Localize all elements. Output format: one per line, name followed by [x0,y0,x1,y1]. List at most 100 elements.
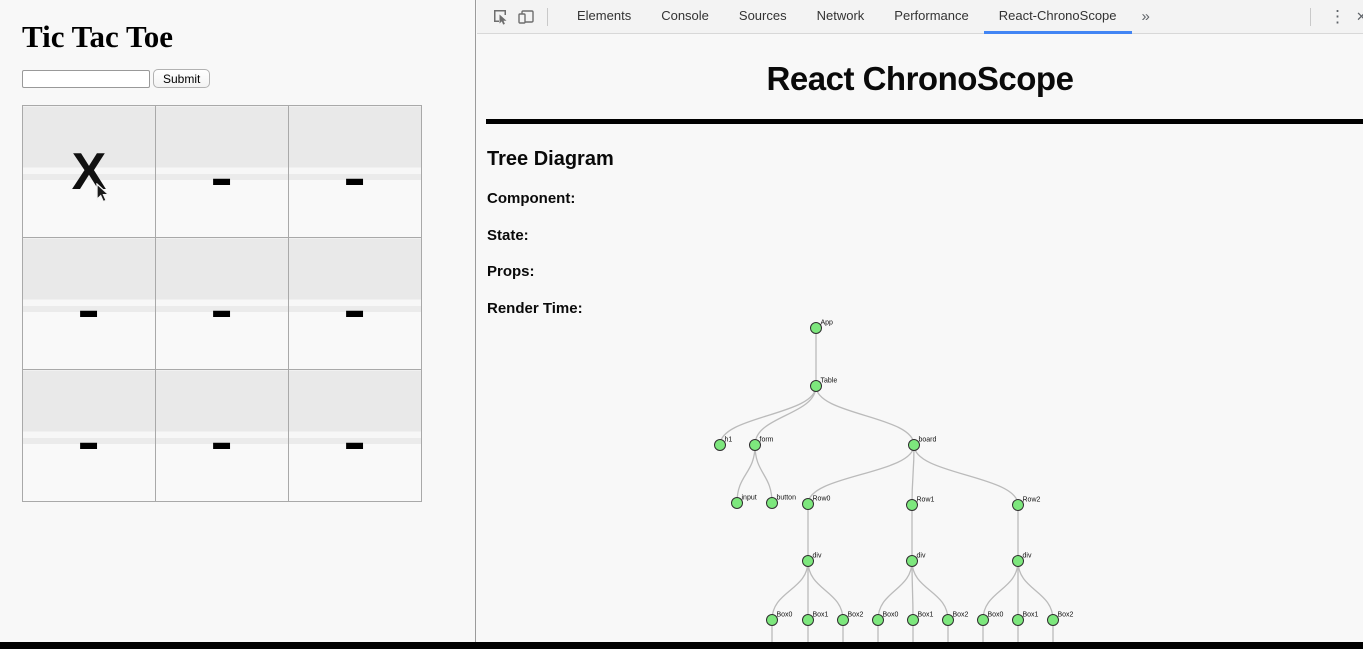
tree-node-div[interactable] [906,555,918,567]
tree-node-row2[interactable] [1012,499,1024,511]
tree-link [754,385,817,446]
cell-mark: - [210,278,234,339]
tree-link [736,444,756,504]
cell-mark: - [210,146,234,207]
tree-link [1017,560,1054,621]
tree-node-label: Row2 [1023,497,1041,504]
tree-node-input[interactable] [731,497,743,509]
tree-node-box0[interactable] [872,614,884,626]
tree-node-app[interactable] [810,322,822,334]
toolbar-separator-right [1310,7,1311,26]
info-label: State: [487,226,529,244]
tree-node-div[interactable] [802,555,814,567]
tree-link [754,444,773,504]
tic-tac-toe-page: Tic Tac Toe Submit X-------- [0,0,476,649]
tree-node-label: Box1 [813,612,829,619]
info-labels: Component: State: Props: Render Time: [477,190,1363,317]
tree-node-row0[interactable] [802,498,814,510]
tab-performance[interactable]: Performance [894,7,969,23]
tab-react-chronoscope[interactable]: React-ChronoScope [983,0,1132,34]
inspect-element-icon[interactable] [487,4,513,30]
cell-mark: - [343,410,367,471]
move-form: Submit [22,69,475,88]
tree-node-box1[interactable] [802,614,814,626]
tree-link [771,560,809,621]
tree-link [877,560,913,621]
tab-elements[interactable]: Elements [577,7,632,23]
more-tabs-icon[interactable]: » [1141,7,1150,25]
board-cell-2-2[interactable]: - [288,369,422,502]
tree-link [719,385,817,446]
devtools-tabs: Elements Console Sources Network Performance… [562,0,1132,34]
tree-node-label: div [1023,553,1032,560]
tree-link [911,444,915,506]
tree-node-box0[interactable] [977,614,989,626]
board-cell-0-2[interactable]: - [288,105,422,238]
tree-node-label: Box2 [1058,612,1074,619]
section-heading: Tree Diagram [487,148,614,170]
bottom-black-bar [0,642,1363,649]
tree-node-button[interactable] [766,497,778,509]
info-label: Render Time: [487,299,583,317]
divider-rule [486,119,1363,124]
tree-node-label: Box1 [918,612,934,619]
board-cell-0-0[interactable]: X [22,105,156,238]
close-icon[interactable]: ✕ [1356,8,1363,24]
devtools-toolbar: Elements Console Sources Network Performance… [477,0,1363,34]
tree-node-row1[interactable] [906,499,918,511]
board-row: X-- [22,105,422,238]
board-cell-2-1[interactable]: - [155,369,289,502]
tree-node-label: input [742,495,757,502]
tree-node-box2[interactable] [942,614,954,626]
cell-mark: - [210,410,234,471]
tree-link [815,385,915,446]
tab-sources[interactable]: Sources [738,7,787,23]
cell-mark: - [77,410,101,471]
tree-node-box0[interactable] [766,614,778,626]
cell-mark: - [343,146,367,207]
react-chronoscope-panel: React ChronoScope Tree Diagram Component… [477,60,1363,649]
tree-node-label: div [813,553,822,560]
page-title: Tic Tac Toe [22,19,174,54]
board-row: --- [22,369,422,502]
info-label: Component: [487,190,576,207]
tree-node-h1[interactable] [714,439,726,451]
tree-node-box2[interactable] [1047,614,1059,626]
tree-node-label: Box0 [777,612,793,619]
tree-node-label: App [821,320,834,327]
tree-node-label: Box2 [953,612,969,619]
device-toolbar-icon[interactable] [513,4,539,30]
tree-node-board[interactable] [908,439,920,451]
board-cell-1-2[interactable]: - [288,237,422,370]
tree-node-label: board [919,437,937,444]
board-row: --- [22,237,422,370]
tree-node-label: Box2 [848,612,864,619]
tab-console[interactable]: Console [661,7,709,23]
tree-node-box2[interactable] [837,614,849,626]
board-cell-1-1[interactable]: - [155,237,289,370]
board-cell-0-1[interactable]: - [155,105,289,238]
tree-node-box1[interactable] [1012,614,1024,626]
tab-network[interactable]: Network [816,7,865,23]
board-cell-1-0[interactable]: - [22,237,156,370]
tree-node-box1[interactable] [907,614,919,626]
cell-mark: - [77,278,101,339]
submit-button[interactable]: Submit [153,69,211,88]
info-label: Props: [487,263,535,280]
board-cell-2-0[interactable]: - [22,369,156,502]
tree-node-div[interactable] [1012,555,1024,567]
tree-node-label: Box0 [988,612,1004,619]
kebab-menu-icon[interactable]: ⋮ [1329,6,1346,26]
panel-title: React ChronoScope [766,60,1074,97]
tree-node-label: div [917,553,926,560]
tree-node-label: button [777,495,797,502]
cell-mark: - [343,278,367,339]
tree-node-table[interactable] [810,380,822,392]
tree-node-label: Table [821,378,838,385]
move-input[interactable] [22,69,150,88]
tree-node-label: Row1 [917,497,935,504]
tree-node-form[interactable] [749,439,761,451]
tree-node-label: Box1 [1023,612,1039,619]
devtools-panel: Elements Console Sources Network Performance… [477,0,1363,649]
